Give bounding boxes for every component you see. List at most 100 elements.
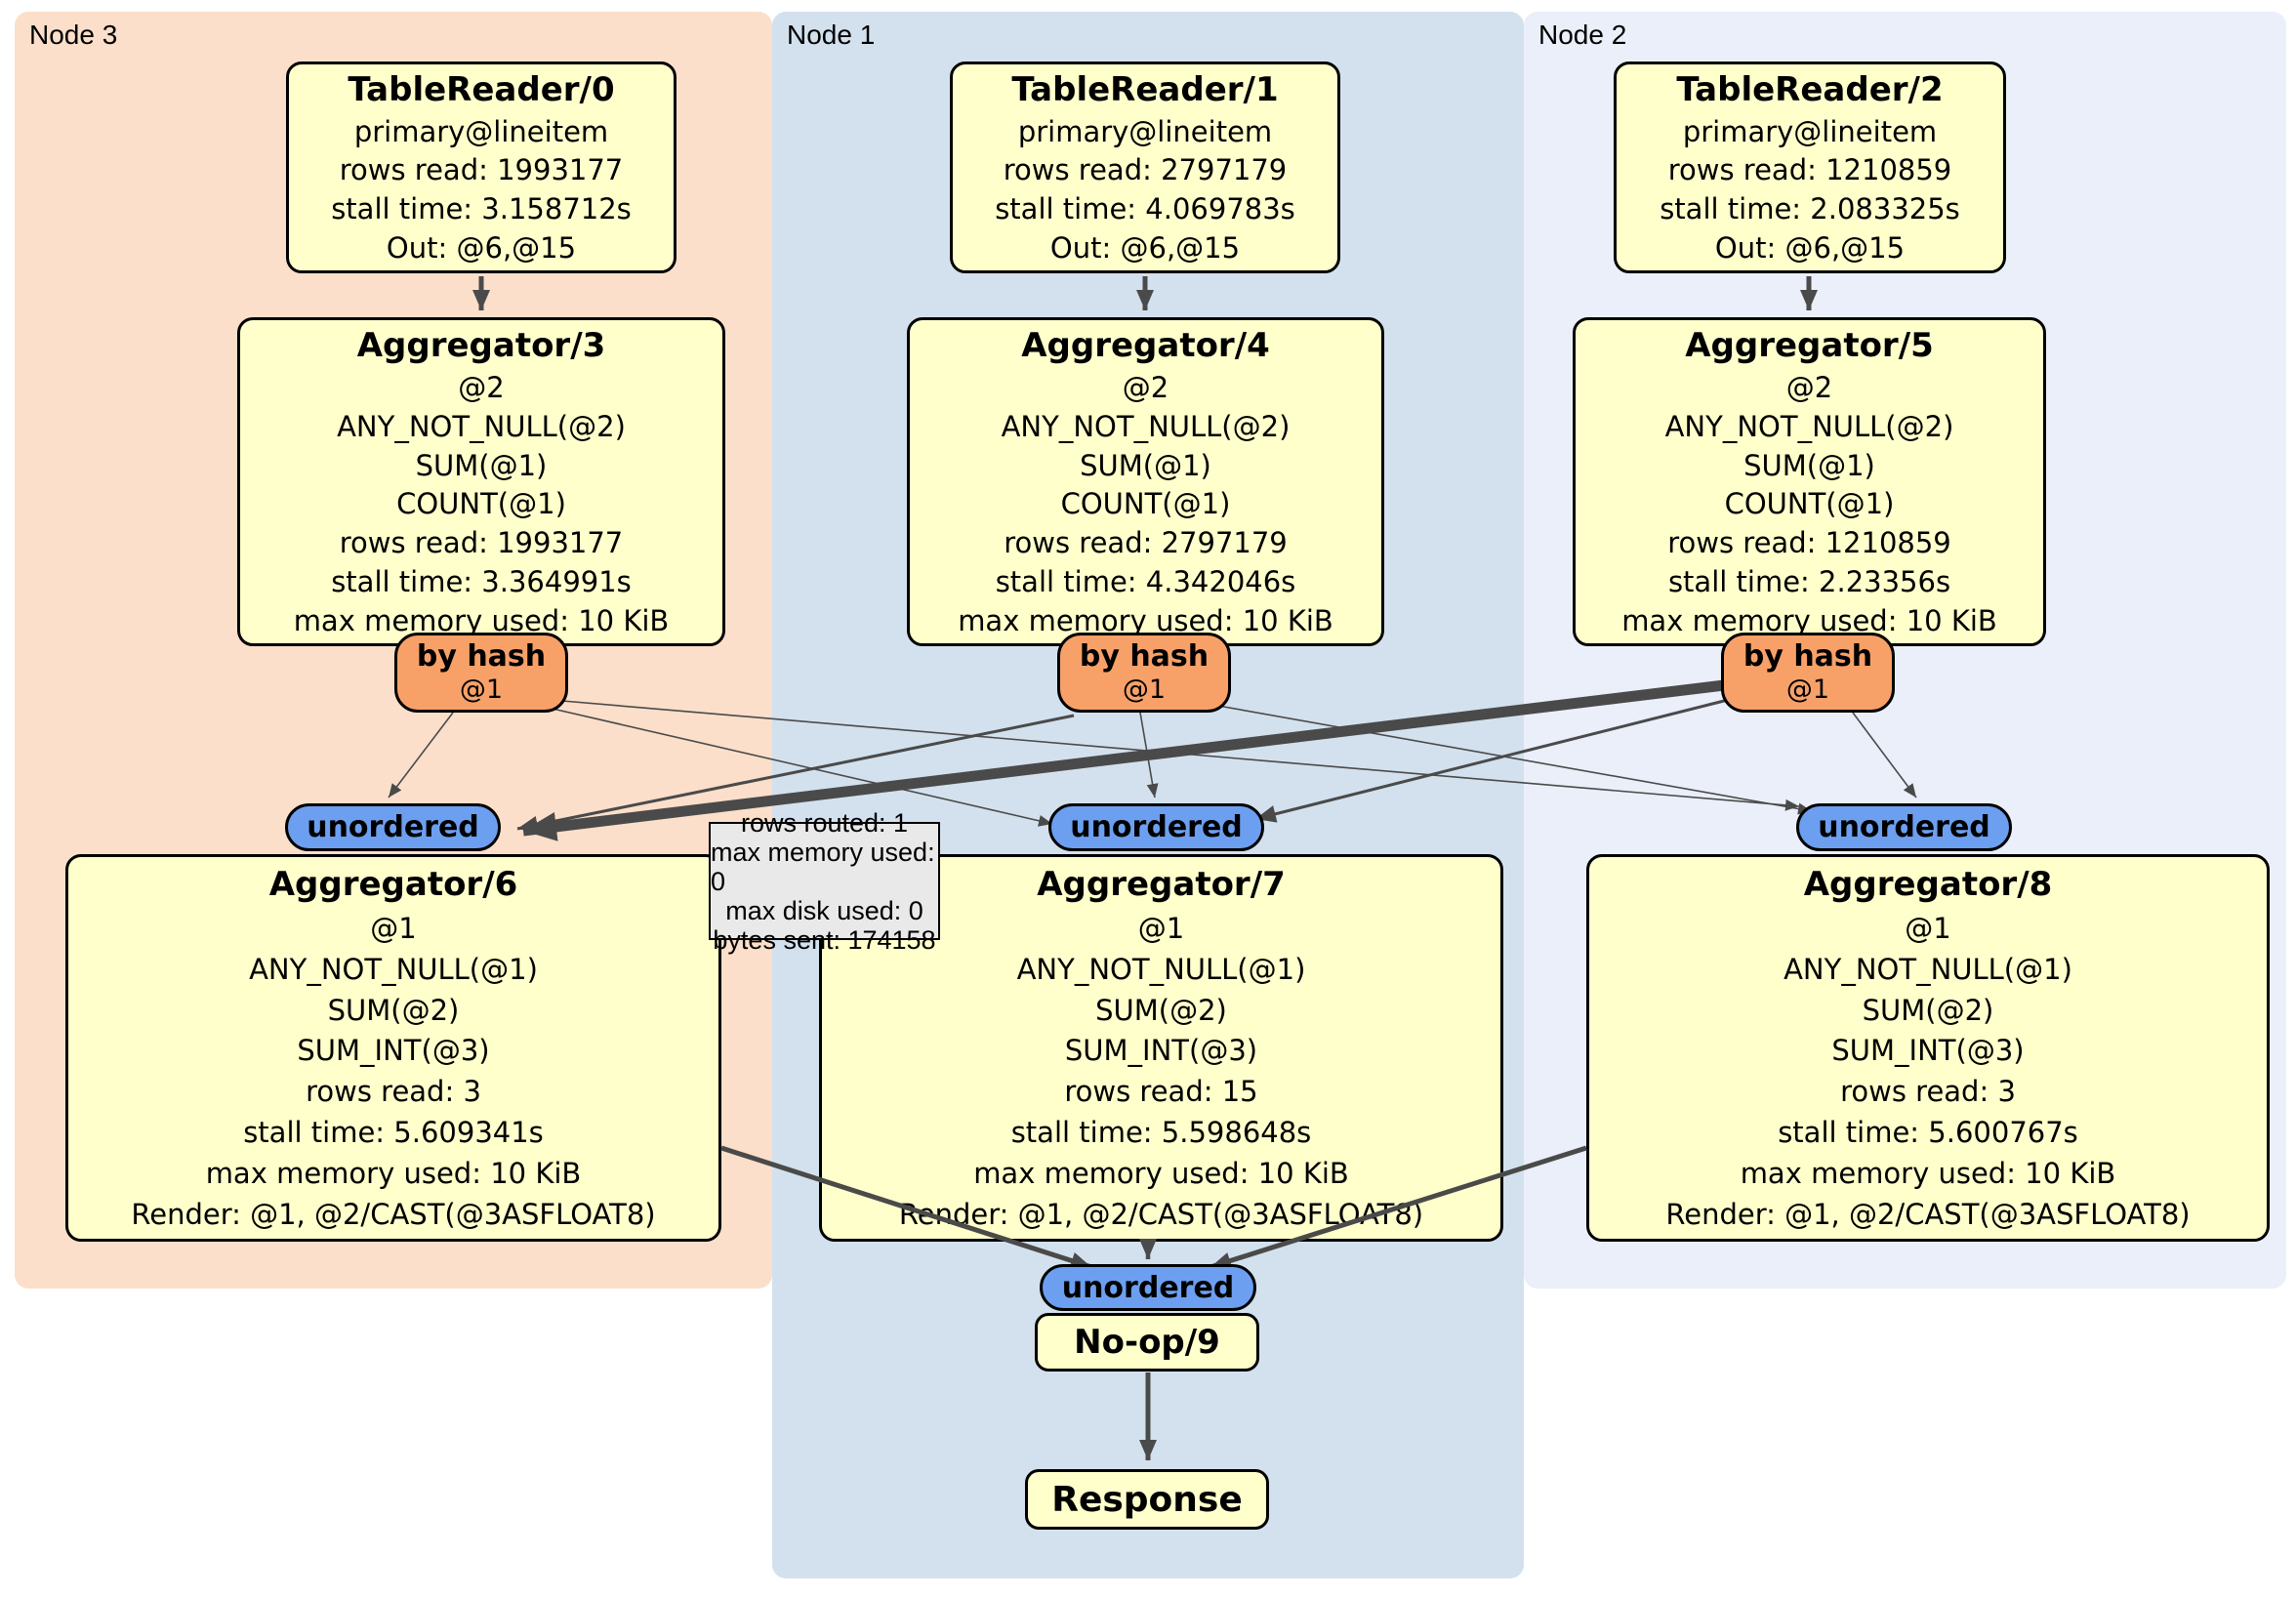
box-line: max memory used: 10 KiB	[1621, 604, 1997, 637]
router-key: @1	[1785, 675, 1830, 705]
unordered-sync-final: unordered	[1040, 1264, 1256, 1311]
aggregator-5-box: Aggregator/5 @2 ANY_NOT_NULL(@2) SUM(@1)…	[1573, 317, 2046, 646]
tablereader-0-title: TableReader/0	[348, 69, 615, 109]
aggregator-8-box: Aggregator/8 @1 ANY_NOT_NULL(@1) SUM(@2)…	[1586, 854, 2270, 1242]
tablereader-0-box: TableReader/0 primary@lineitem rows read…	[286, 61, 676, 273]
aggregator-3-title: Aggregator/3	[356, 325, 606, 365]
box-line: ANY_NOT_NULL(@1)	[1784, 952, 2072, 986]
box-line: max memory used: 10 KiB	[958, 604, 1333, 637]
box-line: Render: @1, @2/CAST(@3ASFLOAT8)	[898, 1198, 1424, 1232]
aggregator-5-title: Aggregator/5	[1685, 325, 1934, 365]
box-line: SUM(@2)	[1862, 993, 1994, 1027]
box-line: stall time: 5.600767s	[1778, 1116, 2078, 1150]
unordered-sync-1: unordered	[1048, 803, 1264, 851]
box-line: SUM_INT(@3)	[1064, 1034, 1258, 1068]
response-title: Response	[1051, 1479, 1243, 1520]
box-line: SUM(@1)	[415, 448, 548, 482]
aggregator-3-box: Aggregator/3 @2 ANY_NOT_NULL(@2) SUM(@1)…	[237, 317, 725, 646]
box-line: stall time: 2.23356s	[1667, 565, 1951, 599]
node1-label: Node 1	[787, 20, 876, 50]
unordered-sync-0: unordered	[285, 803, 501, 851]
router-key: @1	[1122, 675, 1167, 705]
box-line: max memory used: 10 KiB	[973, 1157, 1349, 1191]
box-line: stall time: 4.342046s	[995, 565, 1296, 599]
tooltip-line: bytes sent: 174158	[713, 924, 936, 955]
byhash-router-1[interactable]: by hash @1	[1057, 633, 1231, 713]
tooltip-line: rows routed: 1	[740, 807, 909, 838]
box-line: rows read: 15	[1064, 1075, 1258, 1109]
router-label: by hash	[416, 639, 547, 674]
noop-9-title: No-op/9	[1074, 1323, 1220, 1362]
box-line: @2	[458, 370, 505, 404]
box-line: primary@lineitem	[1682, 114, 1938, 148]
box-line: @1	[370, 911, 417, 945]
box-line: primary@lineitem	[1017, 114, 1273, 148]
box-line: Out: @6,@15	[1714, 231, 1906, 266]
router-stream-tooltip: rows routed: 1 max memory used: 0 max di…	[709, 808, 940, 955]
box-line: SUM_INT(@3)	[1831, 1034, 2025, 1068]
box-line: SUM(@1)	[1743, 448, 1875, 482]
box-line: stall time: 3.364991s	[331, 565, 632, 599]
box-line: rows read: 3	[1840, 1075, 2016, 1109]
node3-label: Node 3	[29, 20, 118, 50]
sync-label: unordered	[307, 810, 479, 844]
box-line: primary@lineitem	[353, 114, 609, 148]
byhash-router-2[interactable]: by hash @1	[1721, 633, 1895, 713]
box-line: COUNT(@1)	[1060, 487, 1231, 521]
aggregator-7-title: Aggregator/7	[1037, 864, 1286, 904]
tooltip-line: max memory used: 0	[711, 837, 935, 896]
aggregator-6-box: Aggregator/6 @1 ANY_NOT_NULL(@1) SUM(@2)…	[65, 854, 721, 1242]
box-line: SUM_INT(@3)	[297, 1034, 490, 1068]
box-line: ANY_NOT_NULL(@1)	[249, 952, 538, 986]
tablereader-1-title: TableReader/1	[1011, 69, 1279, 109]
noop-9-box: No-op/9	[1035, 1313, 1259, 1372]
aggregator-4-title: Aggregator/4	[1021, 325, 1270, 365]
box-line: rows read: 1210859	[1667, 526, 1951, 560]
unordered-sync-2: unordered	[1796, 803, 2012, 851]
box-line: stall time: 5.609341s	[243, 1116, 544, 1150]
box-line: @1	[1137, 911, 1185, 945]
box-line: stall time: 4.069783s	[995, 192, 1295, 226]
box-line: COUNT(@1)	[1724, 487, 1895, 521]
box-line: rows read: 2797179	[1004, 526, 1288, 560]
box-line: ANY_NOT_NULL(@2)	[1664, 409, 1954, 443]
router-label: by hash	[1742, 639, 1873, 674]
box-line: ANY_NOT_NULL(@2)	[337, 409, 626, 443]
box-line: @2	[1122, 370, 1169, 404]
box-line: rows read: 1993177	[339, 526, 624, 560]
box-line: SUM(@2)	[1095, 993, 1227, 1027]
router-label: by hash	[1079, 639, 1210, 674]
aggregator-4-box: Aggregator/4 @2 ANY_NOT_NULL(@2) SUM(@1)…	[907, 317, 1384, 646]
sync-label: unordered	[1818, 810, 1990, 844]
box-line: ANY_NOT_NULL(@1)	[1016, 952, 1306, 986]
router-key: @1	[459, 675, 504, 705]
box-line: stall time: 3.158712s	[331, 192, 632, 226]
byhash-router-0[interactable]: by hash @1	[394, 633, 568, 713]
box-line: max memory used: 10 KiB	[293, 604, 670, 637]
box-line: Out: @6,@15	[1049, 231, 1241, 266]
aggregator-8-title: Aggregator/8	[1803, 864, 2053, 904]
box-line: Render: @1, @2/CAST(@3ASFLOAT8)	[1665, 1198, 2191, 1232]
box-line: rows read: 1210859	[1667, 153, 1952, 187]
sync-label: unordered	[1070, 810, 1243, 844]
box-line: Out: @6,@15	[386, 231, 577, 266]
box-line: @1	[1905, 911, 1951, 945]
node2-label: Node 2	[1538, 20, 1627, 50]
aggregator-6-title: Aggregator/6	[268, 864, 518, 904]
box-line: @2	[1785, 370, 1833, 404]
box-line: stall time: 2.083325s	[1660, 192, 1960, 226]
box-line: rows read: 3	[306, 1075, 481, 1109]
box-line: max memory used: 10 KiB	[205, 1157, 582, 1191]
tablereader-2-title: TableReader/2	[1676, 69, 1944, 109]
box-line: COUNT(@1)	[396, 487, 566, 521]
box-line: SUM(@1)	[1080, 448, 1211, 482]
box-line: rows read: 2797179	[1003, 153, 1288, 187]
box-line: ANY_NOT_NULL(@2)	[1001, 409, 1291, 443]
box-line: Render: @1, @2/CAST(@3ASFLOAT8)	[131, 1198, 656, 1232]
tablereader-1-box: TableReader/1 primary@lineitem rows read…	[950, 61, 1340, 273]
tablereader-2-box: TableReader/2 primary@lineitem rows read…	[1614, 61, 2006, 273]
response-box: Response	[1025, 1469, 1269, 1530]
box-line: max memory used: 10 KiB	[1740, 1157, 2116, 1191]
box-line: rows read: 1993177	[339, 153, 624, 187]
